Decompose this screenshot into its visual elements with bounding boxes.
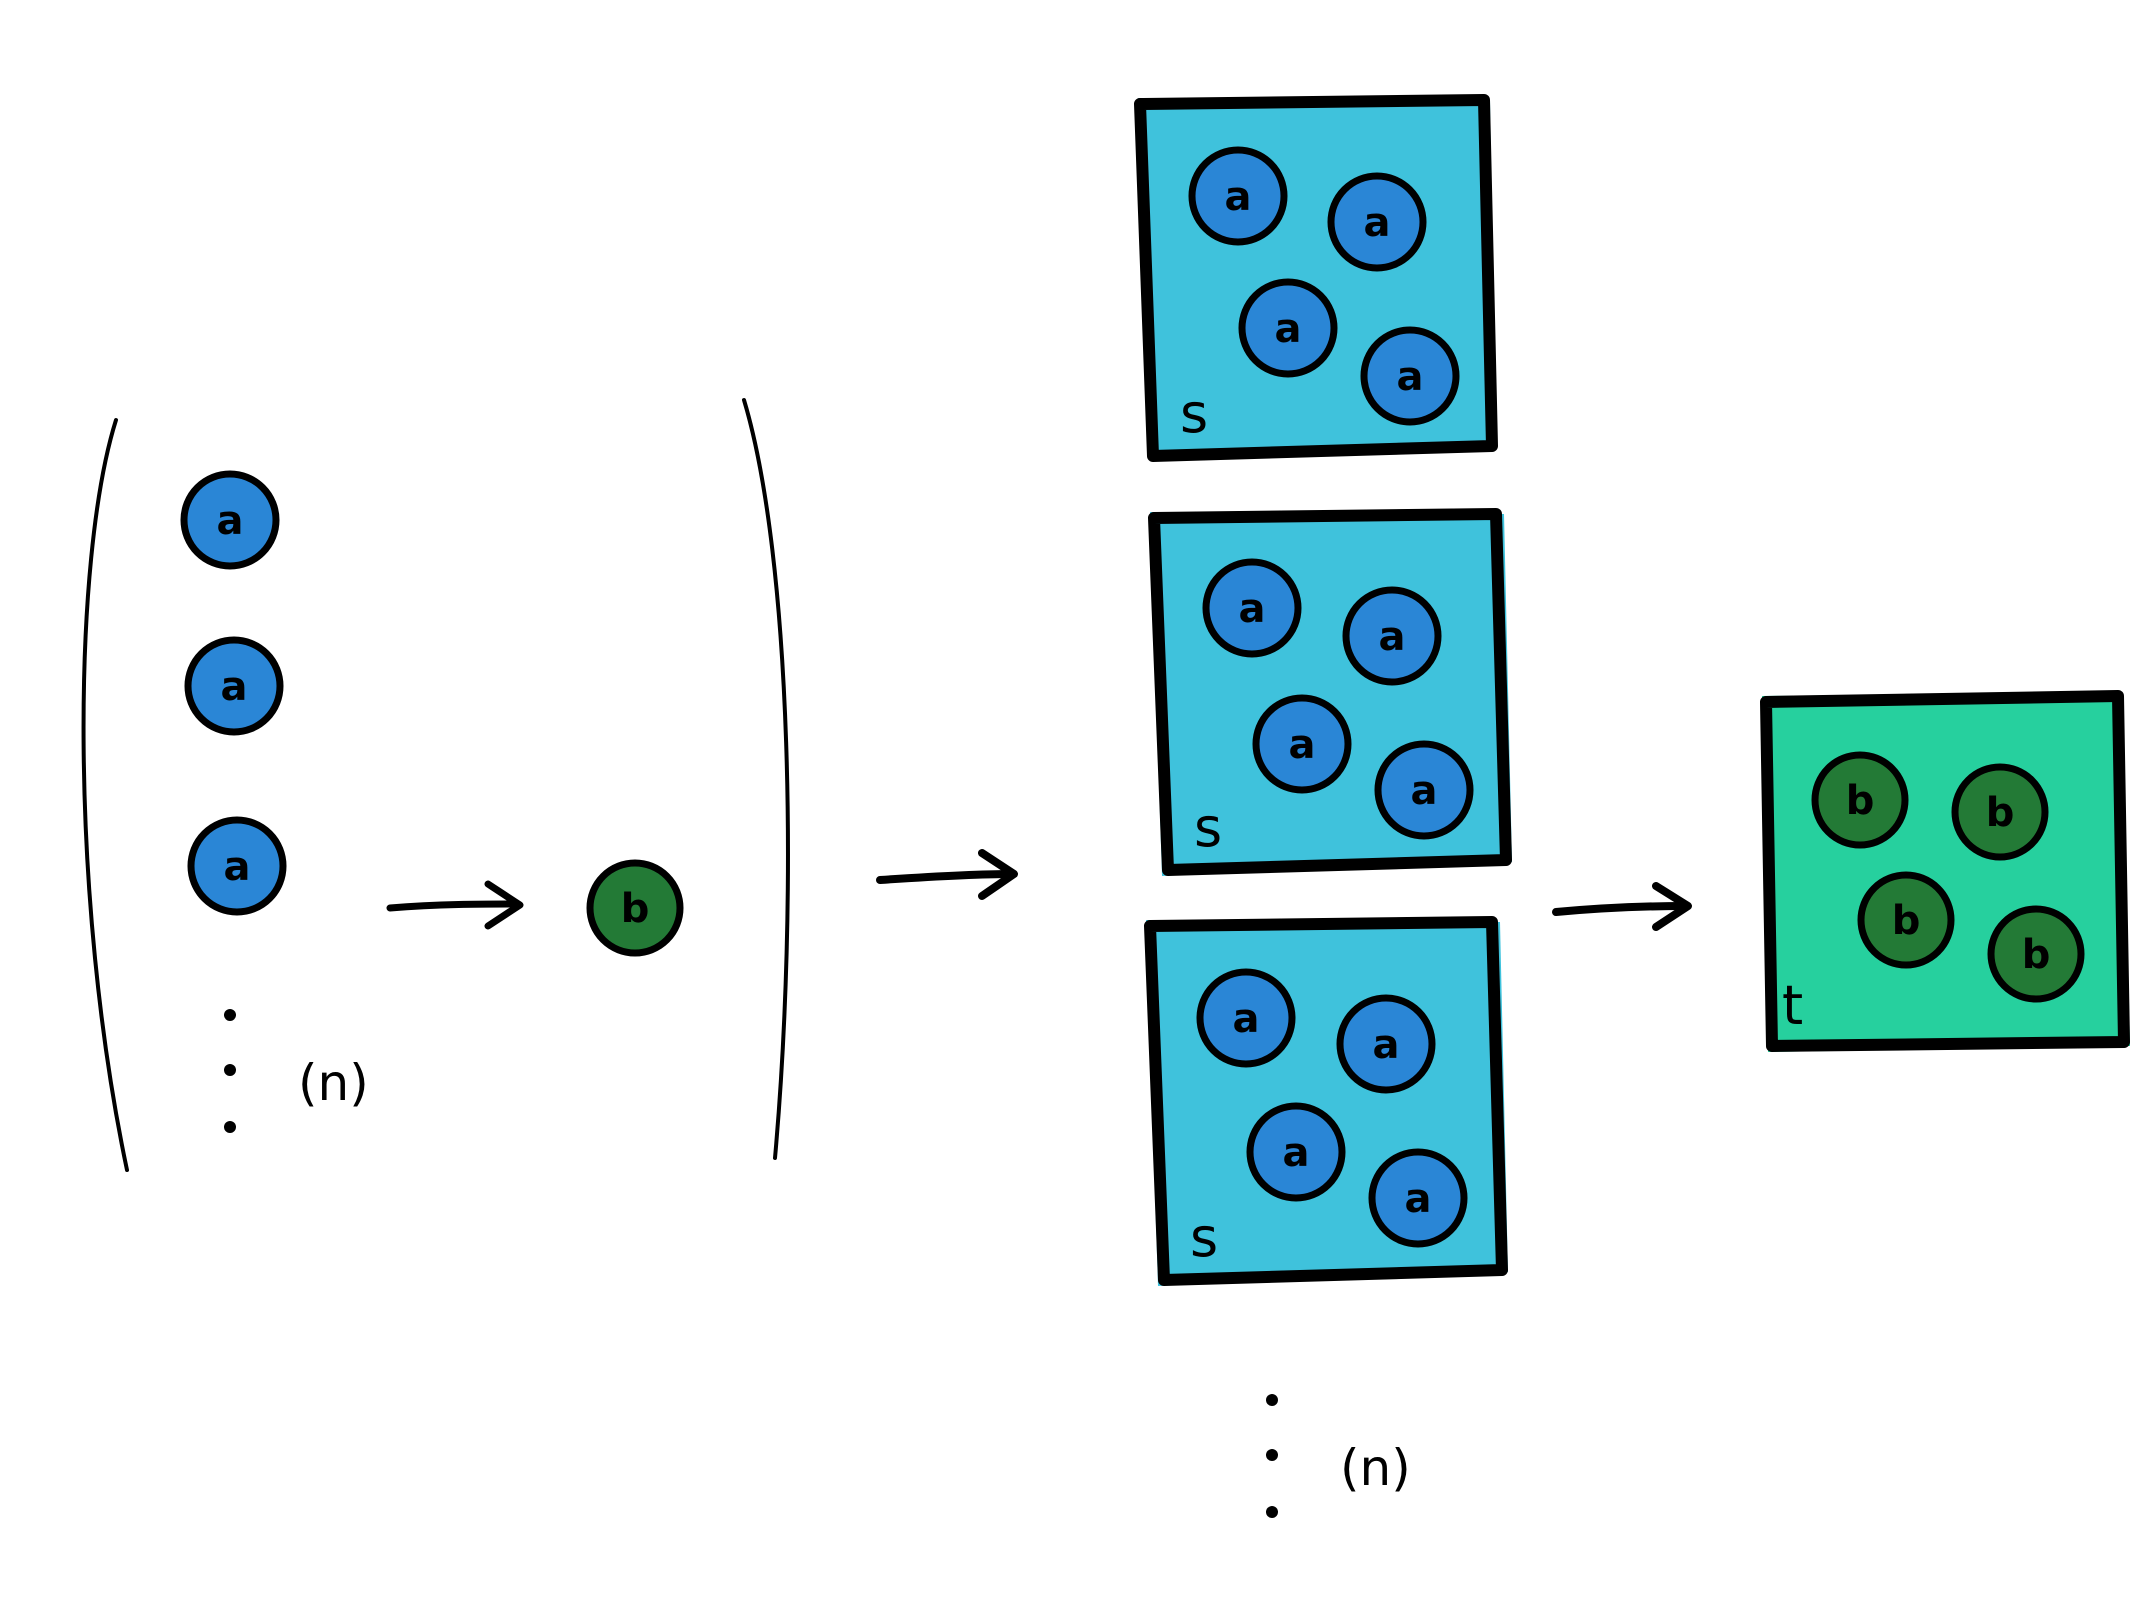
a-label: a	[1364, 200, 1391, 246]
left-paren	[81, 418, 129, 1172]
a-label: a	[224, 844, 251, 890]
b-token: b	[1987, 905, 2085, 1003]
b-label: b	[1846, 778, 1875, 824]
a-label: a	[1275, 306, 1302, 352]
a-label: a	[1283, 1130, 1310, 1176]
s-box-label: s	[1190, 1206, 1218, 1269]
b-token: b	[1811, 751, 1909, 849]
s-box-label: s	[1194, 796, 1222, 859]
a-token: a	[180, 470, 280, 570]
a-label: a	[1289, 722, 1316, 768]
a-token: a	[1252, 694, 1352, 794]
a-token: a	[1374, 740, 1474, 840]
a-label: a	[1373, 1022, 1400, 1068]
a-label: a	[1379, 614, 1406, 660]
b-label: b	[1892, 898, 1921, 944]
t-box-label: t	[1782, 974, 1803, 1037]
a-token: a	[1368, 1148, 1468, 1248]
s-box-label: s	[1180, 382, 1208, 445]
arrow-s-to-t	[1552, 882, 1692, 931]
a-label: a	[1397, 354, 1424, 400]
b-token: b	[586, 859, 684, 957]
ellipsis-boxes	[1266, 1394, 1278, 1518]
s-box: s a a a a	[1134, 94, 1498, 462]
a-label: a	[1233, 996, 1260, 1042]
ellipsis-left	[224, 1009, 236, 1133]
a-label: a	[217, 498, 244, 544]
a-token: a	[1202, 558, 1302, 658]
b-token: b	[1857, 871, 1955, 969]
a-token: a	[1188, 146, 1288, 246]
left-group: a a a (n) b	[81, 398, 790, 1172]
b-label: b	[621, 886, 650, 932]
a-label: a	[1225, 174, 1252, 220]
b-label: b	[2022, 932, 2051, 978]
s-box: s a a a a	[1144, 916, 1508, 1286]
a-token: a	[1196, 968, 1296, 1068]
a-token: a	[1246, 1102, 1346, 1202]
a-label: a	[1239, 586, 1266, 632]
n-count-label-middle: (n)	[1340, 1439, 1411, 1497]
arrow-a-to-b	[386, 880, 524, 930]
a-token: a	[1342, 586, 1442, 686]
a-token: a	[1336, 994, 1436, 1094]
a-label: a	[1411, 768, 1438, 814]
a-token: a	[187, 816, 287, 916]
a-label: a	[221, 664, 248, 710]
s-box: s a a a a	[1148, 508, 1512, 876]
a-token: a	[1238, 278, 1338, 378]
n-count-label-left: (n)	[298, 1054, 369, 1112]
t-box: t b b b b	[1760, 690, 2130, 1052]
a-token: a	[1360, 326, 1460, 426]
arrow-group-to-s-boxes	[876, 849, 1018, 900]
right-paren	[742, 398, 790, 1160]
b-token: b	[1951, 763, 2049, 861]
b-label: b	[1986, 790, 2015, 836]
a-token: a	[1327, 172, 1427, 272]
a-token: a	[184, 636, 284, 736]
a-label: a	[1405, 1176, 1432, 1222]
